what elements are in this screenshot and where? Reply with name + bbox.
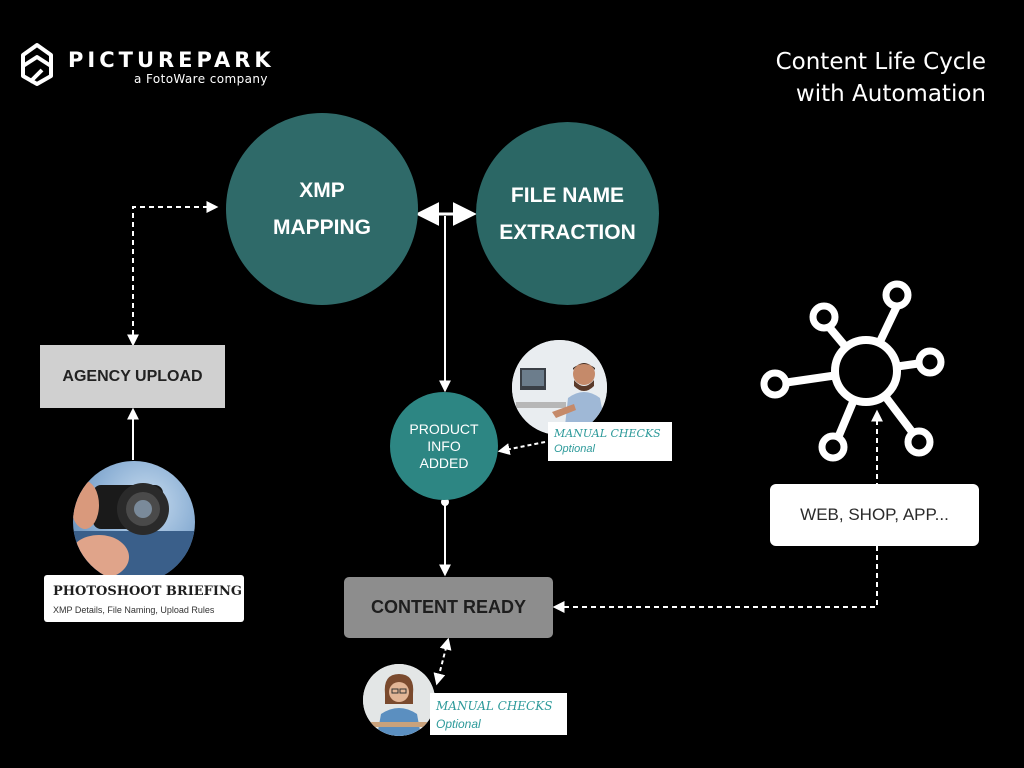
- reviewer-photo: [363, 664, 435, 736]
- content-ready-box: CONTENT READY: [344, 577, 553, 638]
- manual-checks-product-note: Optional: [554, 443, 595, 455]
- page-title-line2: with Automation: [795, 81, 986, 107]
- picturepark-logo: PICTUREPARK a FotoWare company: [20, 42, 280, 92]
- camera-photo: [73, 461, 195, 583]
- product-info-line3: ADDED: [419, 454, 469, 471]
- manual-checks-content-title: MANUAL CHECKS: [436, 699, 553, 713]
- xmp-mapping-line1: XMP: [299, 179, 345, 202]
- logo-name: PICTUREPARK: [68, 48, 275, 72]
- manual-checks-product-title: MANUAL CHECKS: [554, 427, 661, 440]
- channels-box: WEB, SHOP, APP...: [770, 484, 979, 546]
- network-hub-icon: [760, 280, 945, 462]
- photoshoot-briefing-card: PHOTOSHOOT BRIEFING XMP Details, File Na…: [44, 575, 244, 622]
- manual-checks-content-card: MANUAL CHECKS Optional: [430, 693, 567, 735]
- manual-checks-product-card: MANUAL CHECKS Optional: [548, 422, 672, 461]
- xmp-mapping-line2: MAPPING: [272, 216, 371, 239]
- xmp-mapping-node: XMP MAPPING: [226, 113, 418, 305]
- agency-upload-box: AGENCY UPLOAD: [40, 345, 225, 408]
- arrow-checks-content: [433, 637, 452, 686]
- file-name-extraction-node: FILE NAME EXTRACTION: [476, 122, 659, 305]
- arrow-content-to-hub: [552, 409, 883, 613]
- arrow-agency-to-xmp: [127, 201, 219, 347]
- photoshoot-briefing-title: PHOTOSHOOT BRIEFING: [53, 584, 242, 599]
- developer-photo: [512, 340, 607, 435]
- logo-tagline: a FotoWare company: [134, 72, 268, 86]
- product-info-node: PRODUCT INFO ADDED: [390, 392, 498, 500]
- page-title: Content Life Cycle with Automation: [776, 46, 986, 110]
- file-name-line1: FILE NAME: [510, 183, 625, 207]
- product-info-line2: INFO: [427, 437, 461, 454]
- file-name-line2: EXTRACTION: [499, 220, 636, 244]
- page-title-line1: Content Life Cycle: [775, 49, 986, 75]
- manual-checks-content-note: Optional: [436, 717, 481, 731]
- arrow-checks-product: [497, 441, 546, 456]
- picturepark-logo-icon: [21, 43, 53, 86]
- photoshoot-briefing-details: XMP Details, File Naming, Upload Rules: [53, 605, 215, 615]
- product-info-line1: PRODUCT: [409, 420, 479, 437]
